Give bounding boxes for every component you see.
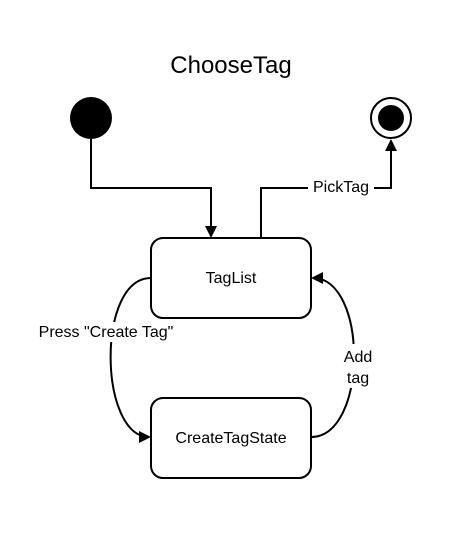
edge-label-add: Add [344, 349, 372, 366]
final-state-node [370, 97, 412, 139]
edge-label-picktag: PickTag [313, 179, 369, 196]
edge-taglist-to-createtagstate [109, 277, 152, 443]
edge-label-tag: tag [347, 370, 369, 387]
state-createtagstate-label: CreateTagState [175, 430, 286, 447]
edge-label-press-create-tag: Press "Create Tag" [39, 324, 174, 341]
state-taglist-label: TagList [206, 270, 257, 287]
initial-state-node [70, 97, 112, 139]
state-createtagstate [150, 397, 312, 479]
diagram-title: ChooseTag [170, 52, 291, 79]
edge-initial-to-taglist [90, 139, 217, 238]
